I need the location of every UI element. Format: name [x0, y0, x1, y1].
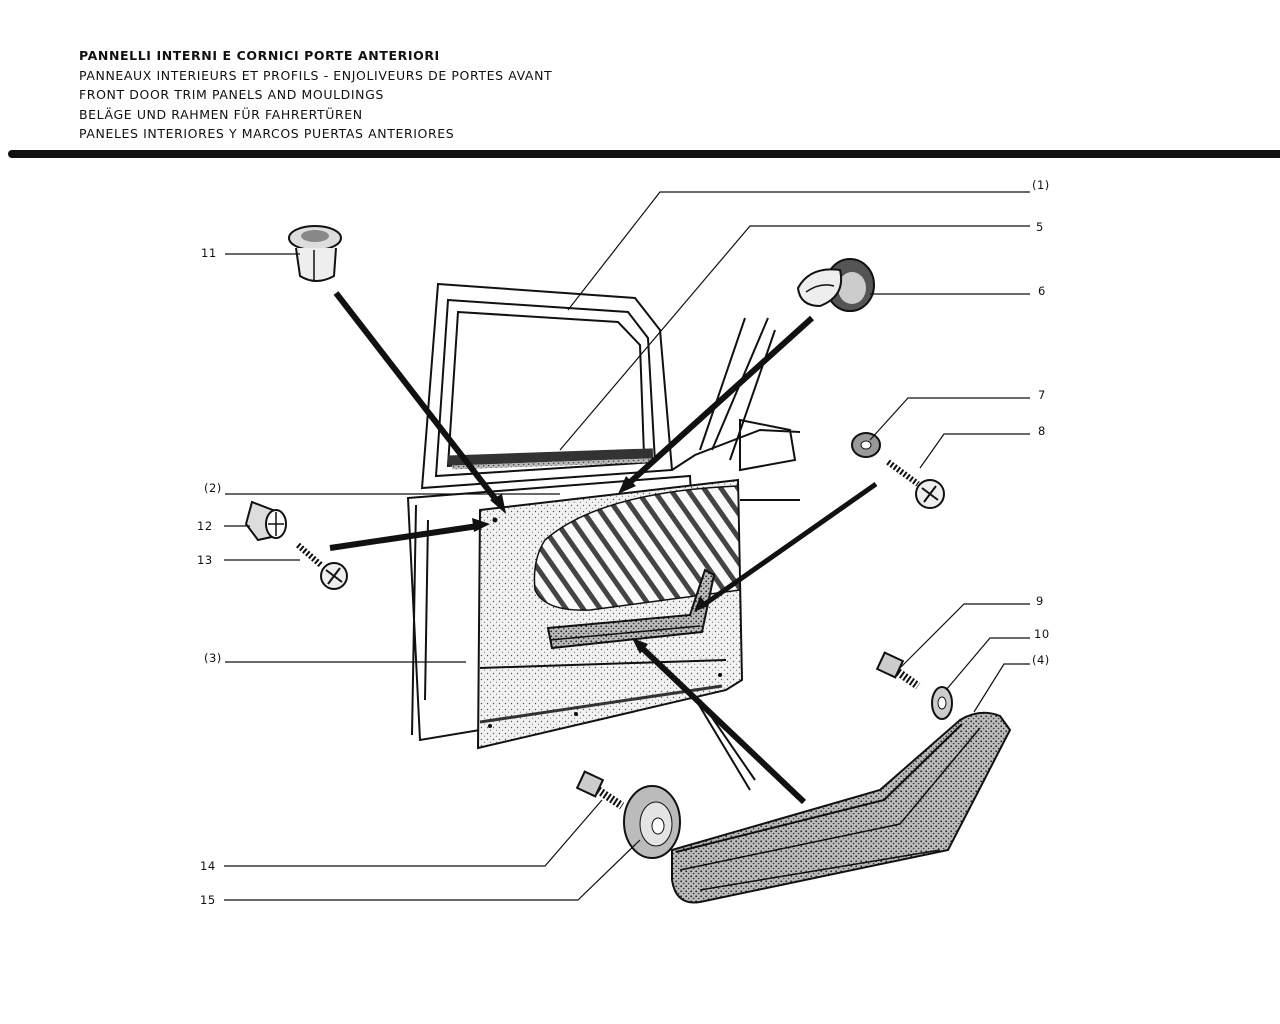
- header-rule: [8, 150, 1280, 158]
- bolt-part-9: [875, 651, 921, 690]
- callout-5: 5: [1036, 220, 1044, 234]
- window-seal-strip: [447, 448, 654, 470]
- leader-lines: [224, 191, 1030, 901]
- title-block: PANNELLI INTERNI E CORNICI PORTE ANTERIO…: [79, 46, 552, 144]
- callout-10: 10: [1034, 627, 1050, 641]
- armrest-installed: [546, 568, 716, 650]
- callout-3: (3): [204, 651, 222, 665]
- title-english: FRONT DOOR TRIM PANELS AND MOULDINGS: [79, 87, 384, 103]
- title-spanish: PANELES INTERIORES Y MARCOS PUERTAS ANTE…: [79, 126, 455, 142]
- clip-part-11: [288, 225, 342, 282]
- callout-9: 9: [1036, 594, 1044, 608]
- screw-part-8: [886, 459, 945, 509]
- handle-part-6: [796, 258, 875, 312]
- door-frame: [406, 282, 801, 791]
- callout-2: (2): [204, 481, 222, 495]
- callout-1: (1): [1032, 178, 1050, 192]
- callout-11: 11: [201, 246, 217, 260]
- nut-part-12: [244, 500, 287, 542]
- assembly-arrows: [329, 291, 878, 805]
- callout-14: 14: [200, 859, 216, 873]
- callout-13: 13: [197, 553, 213, 567]
- callout-12: 12: [197, 519, 213, 533]
- title-german: BELÄGE UND RAHMEN FÜR FAHRERTÜREN: [79, 106, 363, 122]
- callout-7: 7: [1038, 388, 1046, 402]
- title-french: PANNEAUX INTERIEURS ET PROFILS - ENJOLIV…: [79, 67, 553, 83]
- washer-part-10: [931, 686, 953, 720]
- callout-8: 8: [1038, 424, 1046, 438]
- callout-6: 6: [1038, 284, 1046, 298]
- cup-washer-part-15: [623, 785, 681, 859]
- washer-part-7: [851, 432, 881, 458]
- callout-4: (4): [1032, 653, 1050, 667]
- title-italian: PANNELLI INTERNI E CORNICI PORTE ANTERIO…: [79, 48, 440, 63]
- screw-part-13: [296, 542, 348, 590]
- callout-15: 15: [200, 893, 216, 907]
- bolt-part-14: [575, 770, 625, 810]
- armrest-part-4: [671, 711, 1012, 904]
